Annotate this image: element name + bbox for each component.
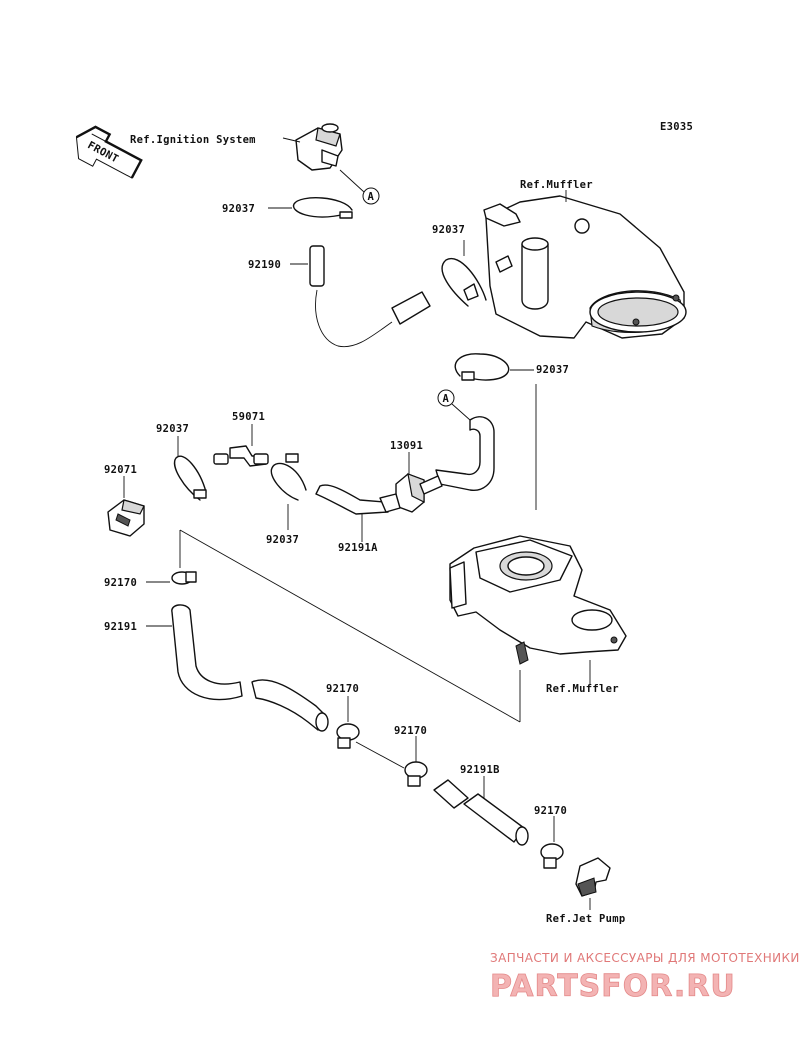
cap-92071: [107, 499, 145, 537]
clamp-92037-center: [270, 453, 307, 501]
part-59071: 59071: [232, 411, 265, 423]
part-92191: 92191: [104, 621, 137, 633]
clamp-92037-right: [441, 257, 487, 307]
valve-13091: [395, 473, 443, 513]
hose-a-to-valve: [435, 416, 495, 491]
clamp-92037-middle: [454, 353, 510, 381]
part-92037-c: 92037: [536, 364, 569, 376]
ref-ignition-label: Ref.Ignition System: [130, 134, 256, 146]
ref-jet-pump-label: Ref.Jet Pump: [546, 913, 625, 925]
part-13091: 13091: [390, 440, 423, 452]
hose-92191B: [433, 779, 529, 846]
part-92037-d: 92037: [156, 423, 189, 435]
ref-muffler-bottom-label: Ref.Muffler: [546, 683, 619, 695]
fitting-59071: [213, 445, 269, 467]
part-92037-e: 92037: [266, 534, 299, 546]
clamp-92037-left: [173, 455, 207, 501]
hose-92191: [171, 604, 329, 732]
callout-a-top-label: A: [368, 191, 375, 203]
part-92191A: 92191A: [338, 542, 378, 554]
muffler-upper: [483, 195, 687, 339]
watermark-tagline: ЗАПЧАСТИ И АКСЕССУАРЫ ДЛЯ МОТОТЕХНИКИ: [490, 951, 800, 965]
clamp-92170-c: [404, 761, 428, 787]
part-92170-d: 92170: [534, 805, 567, 817]
watermark: ЗАПЧАСТИ И АКСЕССУАРЫ ДЛЯ МОТОТЕХНИКИ PA…: [490, 951, 800, 1004]
part-92037-a: 92037: [222, 203, 255, 215]
part-92191B: 92191B: [460, 764, 500, 776]
watermark-brand: PARTSFOR.RU: [490, 969, 736, 1004]
muffler-lower: [449, 535, 627, 665]
ref-muffler-top-label: Ref.Muffler: [520, 179, 593, 191]
clamp-92037-upper: [292, 197, 353, 219]
part-92170-c: 92170: [394, 725, 427, 737]
part-92071: 92071: [104, 464, 137, 476]
diagram-code: E3035: [660, 121, 693, 133]
callout-a-mid: A: [437, 389, 455, 407]
part-92037-b: 92037: [432, 224, 465, 236]
hose-92191A: [315, 484, 401, 515]
clamp-92170-b: [336, 723, 360, 749]
hose-92190: [309, 245, 431, 348]
front-arrow-icon: FRONT: [75, 125, 143, 179]
part-92170-a: 92170: [104, 577, 137, 589]
ignition-connector: [295, 123, 343, 171]
callout-a-mid-label: A: [443, 393, 450, 405]
front-label: FRONT: [86, 139, 121, 165]
clamp-92170-d: [540, 843, 564, 869]
part-92170-b: 92170: [326, 683, 359, 695]
clamp-92170-a: [171, 571, 197, 585]
callout-a-top: A: [362, 187, 380, 205]
jet-pump-fitting: [575, 857, 611, 897]
part-92190: 92190: [248, 259, 281, 271]
